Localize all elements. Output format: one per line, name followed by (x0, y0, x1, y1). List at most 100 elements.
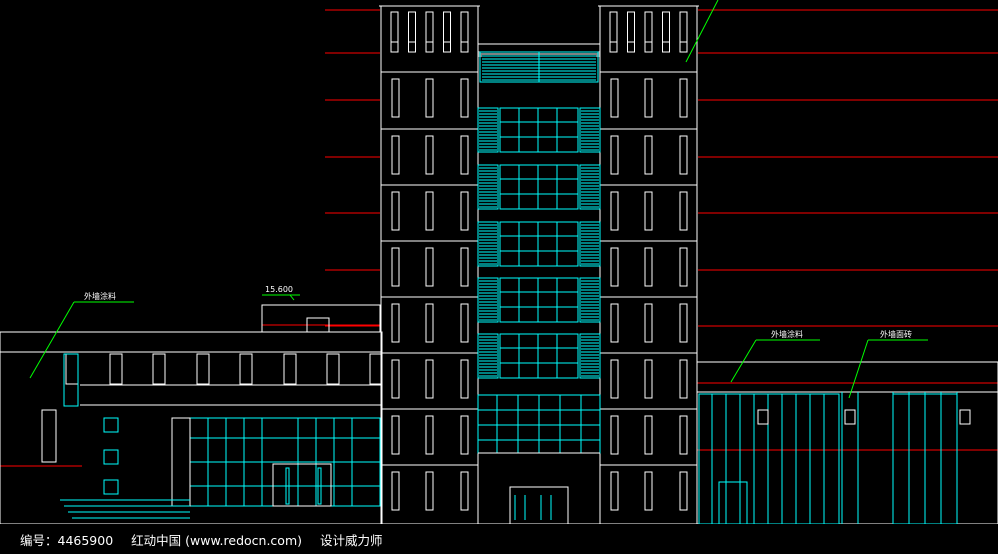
window (644, 191, 653, 231)
window (610, 78, 619, 118)
door-handle (317, 467, 322, 505)
leader-line (685, 0, 719, 63)
side-door (718, 481, 748, 525)
window (425, 11, 434, 53)
window (644, 415, 653, 455)
ornament-box (757, 409, 769, 425)
right-wing-outline (696, 361, 998, 525)
window (679, 247, 688, 287)
window (610, 303, 619, 343)
window (460, 78, 469, 118)
window (425, 415, 434, 455)
pillar (171, 417, 191, 507)
leader-line (848, 339, 869, 399)
window (610, 247, 619, 287)
side-window (41, 409, 57, 463)
ornament-box (844, 409, 856, 425)
small-window (103, 449, 119, 465)
window (610, 191, 619, 231)
left-tower (379, 5, 480, 525)
clerestory-window (109, 353, 123, 385)
entrance-door-frame (509, 486, 569, 525)
window (425, 191, 434, 231)
louver-strip (477, 333, 499, 379)
window (627, 11, 635, 53)
window (662, 11, 670, 53)
clerestory-window (369, 353, 383, 385)
louver-strip (579, 221, 601, 267)
watermark-footer: 编号：4465900 红动中国 (www.redocn.com) 设计威力师 (0, 524, 998, 554)
window (391, 359, 400, 399)
window (391, 191, 400, 231)
floor-level-lines (0, 9, 998, 467)
tower-outline (380, 5, 479, 525)
window (460, 359, 469, 399)
window (679, 471, 688, 511)
window (425, 359, 434, 399)
storefront-door (272, 463, 332, 507)
corner-window (63, 353, 79, 407)
right-wing-building (696, 361, 998, 525)
window (391, 303, 400, 343)
window (679, 78, 688, 118)
window (610, 359, 619, 399)
curtain-wall (698, 393, 840, 525)
leader-line (730, 339, 757, 383)
window (679, 135, 688, 175)
wall-paint-label-left: 外墙涂料 (84, 291, 116, 301)
louver-strip (477, 107, 499, 153)
window (460, 135, 469, 175)
clerestory-window (326, 353, 340, 385)
window (679, 191, 688, 231)
curtain-wall-window (499, 277, 579, 323)
window (644, 359, 653, 399)
window (679, 11, 688, 53)
window (644, 471, 653, 511)
window (644, 11, 653, 53)
window (443, 11, 451, 53)
louver-strip (579, 277, 601, 323)
window (460, 415, 469, 455)
small-window (103, 417, 119, 433)
elevation-label: 15.600 (265, 285, 293, 294)
window (425, 135, 434, 175)
window (408, 11, 416, 53)
window (644, 78, 653, 118)
window (390, 11, 399, 53)
ornament-box (959, 409, 971, 425)
window (679, 359, 688, 399)
window (679, 415, 688, 455)
window (425, 471, 434, 511)
small-window (103, 479, 119, 495)
curtain-wall-window (499, 164, 579, 210)
wall-tile-label: 外墙面砖 (880, 329, 912, 339)
door-handle (285, 467, 290, 505)
leader-line (29, 301, 75, 379)
window (644, 247, 653, 287)
louver-strip (477, 164, 499, 210)
window (644, 303, 653, 343)
window (460, 303, 469, 343)
window (460, 247, 469, 287)
site-credit-text: 红动中国 (www.redocn.com) (131, 532, 302, 548)
window (610, 135, 619, 175)
roof-window (306, 317, 330, 333)
window (425, 78, 434, 118)
window (610, 471, 619, 511)
window (460, 471, 469, 511)
image-id-text: 编号：4465900 (20, 532, 114, 548)
tower-outline (599, 5, 698, 525)
clerestory-window (65, 353, 79, 385)
window (679, 303, 688, 343)
annotation-leaders (29, 0, 928, 399)
window (391, 78, 400, 118)
left-wing-building (0, 304, 383, 525)
wall-paint-label-right: 外墙涂料 (771, 329, 803, 339)
window (391, 471, 400, 511)
window (609, 11, 618, 53)
left-wing-outline (0, 331, 383, 525)
clerestory-window (239, 353, 253, 385)
curtain-wall-window (499, 333, 579, 379)
